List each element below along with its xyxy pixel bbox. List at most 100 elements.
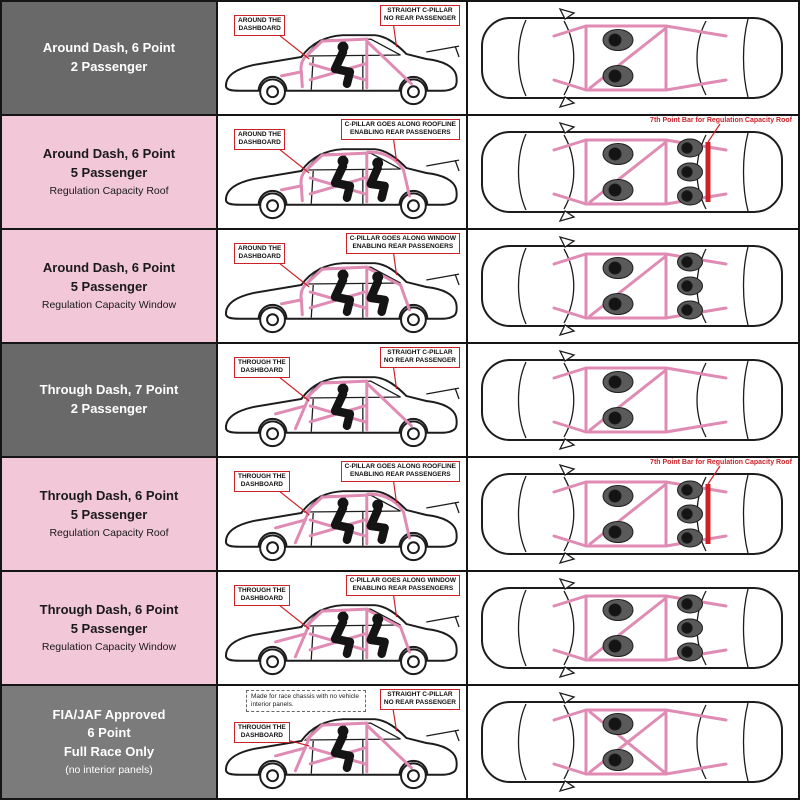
cpillar-annotation-line1: C-PILLAR GOES ALONG ROOFLINE: [344, 463, 456, 470]
top-view-cell: [468, 572, 798, 684]
cpillar-annotation-line1: STRAIGHT C-PILLAR: [387, 7, 453, 14]
config-subtitle: Regulation Capacity Window: [41, 298, 177, 311]
side-view-cell: AROUND THE DASHBOARD C-PILLAR GOES ALONG…: [218, 230, 468, 342]
top-view-cell: 7th Point Bar for Regulation Capacity Ro…: [468, 458, 798, 570]
dashboard-annotation-line1: THROUGH THE: [238, 473, 286, 480]
config-title-line2: 2 Passenger: [70, 59, 148, 74]
dashboard-annotation-line2: DASHBOARD: [238, 139, 281, 147]
config-subtitle: Regulation Capacity Window: [41, 640, 177, 653]
seventh-point-bar-note: 7th Point Bar for Regulation Capacity Ro…: [650, 459, 792, 466]
config-label: Through Dash, 6 Point 5 Passenger Regula…: [2, 458, 218, 570]
dashboard-annotation: AROUND THE DASHBOARD: [234, 15, 286, 36]
cpillar-annotation: C-PILLAR GOES ALONG WINDOW ENABLING REAR…: [345, 575, 460, 596]
side-view-cell: Made for race chassis with no vehicle in…: [218, 686, 468, 798]
car-top-diagram: [481, 116, 783, 222]
cpillar-annotation-line2: ENABLING REAR PASSENGERS: [352, 585, 454, 593]
side-view-cell: AROUND THE DASHBOARD C-PILLAR GOES ALONG…: [218, 116, 468, 228]
config-title-line2: 2 Passenger: [70, 401, 148, 416]
config-label: Through Dash, 6 Point 5 Passenger Regula…: [2, 572, 218, 684]
dashboard-annotation: THROUGH THE DASHBOARD: [234, 471, 290, 492]
cpillar-annotation-line2: ENABLING REAR PASSENGERS: [350, 471, 451, 479]
car-top-diagram: [481, 350, 783, 450]
seventh-point-bar-note: 7th Point Bar for Regulation Capacity Ro…: [650, 117, 792, 124]
car-top-diagram: [481, 458, 783, 564]
config-title-line1: Around Dash, 6 Point: [42, 146, 176, 162]
dashboard-annotation: AROUND THE DASHBOARD: [234, 243, 286, 264]
dashboard-annotation-line2: DASHBOARD: [240, 595, 283, 603]
dashboard-annotation-line1: THROUGH THE: [238, 724, 286, 731]
dashboard-annotation-line1: AROUND THE: [238, 17, 282, 24]
side-view-cell: THROUGH THE DASHBOARD C-PILLAR GOES ALON…: [218, 572, 468, 684]
car-top-diagram: [481, 8, 783, 108]
dashboard-annotation-line2: DASHBOARD: [238, 253, 281, 261]
side-view-cell: THROUGH THE DASHBOARD STRAIGHT C-PILLAR …: [218, 344, 468, 456]
config-title-line2: 5 Passenger: [70, 164, 148, 180]
cpillar-annotation-line2: NO REAR PASSENGER: [383, 357, 456, 365]
cpillar-annotation-line1: C-PILLAR GOES ALONG WINDOW: [349, 235, 456, 242]
config-label: Through Dash, 7 Point 2 Passenger: [2, 344, 218, 456]
config-title-line1: Through Dash, 7 Point: [39, 382, 179, 398]
config-title-line2: 6 Point: [87, 725, 131, 741]
config-title-line1: Around Dash, 6 Point: [42, 260, 176, 276]
config-label: Around Dash, 6 Point 2 Passenger: [2, 2, 218, 114]
dashboard-annotation-line2: DASHBOARD: [238, 25, 281, 33]
config-row-around-6pt-5pass-roof: Around Dash, 6 Point 5 Passenger Regulat…: [2, 116, 798, 230]
car-top-diagram: [481, 236, 783, 336]
config-row-around-6pt-5pass-window: Around Dash, 6 Point 5 Passenger Regulat…: [2, 230, 798, 344]
cpillar-annotation-line1: STRAIGHT C-PILLAR: [387, 349, 453, 356]
dashboard-annotation-line2: DASHBOARD: [240, 481, 283, 489]
config-title-line1: FIA/JAF Approved: [52, 706, 166, 722]
cpillar-annotation: STRAIGHT C-PILLAR NO REAR PASSENGER: [379, 5, 460, 26]
car-top-diagram: [481, 692, 783, 792]
dashboard-annotation-line1: THROUGH THE: [238, 359, 286, 366]
cpillar-annotation-line1: STRAIGHT C-PILLAR: [387, 691, 453, 698]
dashboard-annotation-line1: THROUGH THE: [238, 587, 286, 594]
config-row-through-7pt-2pass: Through Dash, 7 Point 2 Passenger THROUG…: [2, 344, 798, 458]
cpillar-annotation: C-PILLAR GOES ALONG ROOFLINE ENABLING RE…: [340, 461, 460, 482]
dashboard-annotation: THROUGH THE DASHBOARD: [234, 722, 290, 743]
cpillar-annotation: STRAIGHT C-PILLAR NO REAR PASSENGER: [379, 689, 460, 710]
cpillar-annotation-line1: C-PILLAR GOES ALONG WINDOW: [349, 577, 456, 584]
side-view-cell: THROUGH THE DASHBOARD C-PILLAR GOES ALON…: [218, 458, 468, 570]
config-row-through-6pt-5pass-roof: Through Dash, 6 Point 5 Passenger Regula…: [2, 458, 798, 572]
dashboard-annotation-line1: AROUND THE: [238, 131, 282, 138]
top-view-cell: [468, 2, 798, 114]
cpillar-annotation-line2: NO REAR PASSENGER: [383, 699, 456, 707]
config-title-line1: Around Dash, 6 Point: [42, 40, 176, 56]
config-title-line1: Through Dash, 6 Point: [39, 488, 179, 504]
top-view-cell: [468, 344, 798, 456]
config-label: FIA/JAF Approved 6 Point Full Race Only …: [2, 686, 218, 798]
side-view-cell: AROUND THE DASHBOARD STRAIGHT C-PILLAR N…: [218, 2, 468, 114]
config-subtitle: Regulation Capacity Roof: [49, 184, 169, 197]
race-chassis-note: Made for race chassis with no vehicle in…: [246, 690, 366, 713]
dashboard-annotation-line2: DASHBOARD: [240, 367, 283, 375]
cpillar-annotation-line2: ENABLING REAR PASSENGERS: [352, 243, 454, 251]
config-label: Around Dash, 6 Point 5 Passenger Regulat…: [2, 116, 218, 228]
config-title-line2: 5 Passenger: [70, 620, 148, 636]
top-view-cell: 7th Point Bar for Regulation Capacity Ro…: [468, 116, 798, 228]
cpillar-annotation: STRAIGHT C-PILLAR NO REAR PASSENGER: [379, 347, 460, 368]
dashboard-annotation-line2: DASHBOARD: [240, 732, 283, 740]
dashboard-annotation: THROUGH THE DASHBOARD: [234, 357, 290, 378]
cpillar-annotation: C-PILLAR GOES ALONG WINDOW ENABLING REAR…: [345, 233, 460, 254]
config-title-line1: Through Dash, 6 Point: [39, 602, 179, 618]
dashboard-annotation: AROUND THE DASHBOARD: [234, 129, 286, 150]
car-top-diagram: [481, 578, 783, 678]
config-label: Around Dash, 6 Point 5 Passenger Regulat…: [2, 230, 218, 342]
config-title-line2: 5 Passenger: [70, 278, 148, 294]
top-view-cell: [468, 230, 798, 342]
cpillar-annotation-line1: C-PILLAR GOES ALONG ROOFLINE: [344, 121, 456, 128]
top-view-cell: [468, 686, 798, 798]
dashboard-annotation-line1: AROUND THE: [238, 245, 282, 252]
config-subtitle: Regulation Capacity Roof: [49, 526, 169, 539]
config-row-through-6pt-5pass-window: Through Dash, 6 Point 5 Passenger Regula…: [2, 572, 798, 686]
cpillar-annotation-line2: ENABLING REAR PASSENGERS: [350, 129, 451, 137]
config-title-line2: 5 Passenger: [70, 506, 148, 522]
config-subtitle: (no interior panels): [65, 764, 153, 777]
dashboard-annotation: THROUGH THE DASHBOARD: [234, 585, 290, 606]
config-row-around-6pt-2pass: Around Dash, 6 Point 2 Passenger AROUND …: [2, 2, 798, 116]
config-title-line3: Full Race Only: [63, 744, 155, 760]
cpillar-annotation: C-PILLAR GOES ALONG ROOFLINE ENABLING RE…: [340, 119, 460, 140]
cpillar-annotation-line2: NO REAR PASSENGER: [383, 15, 456, 23]
